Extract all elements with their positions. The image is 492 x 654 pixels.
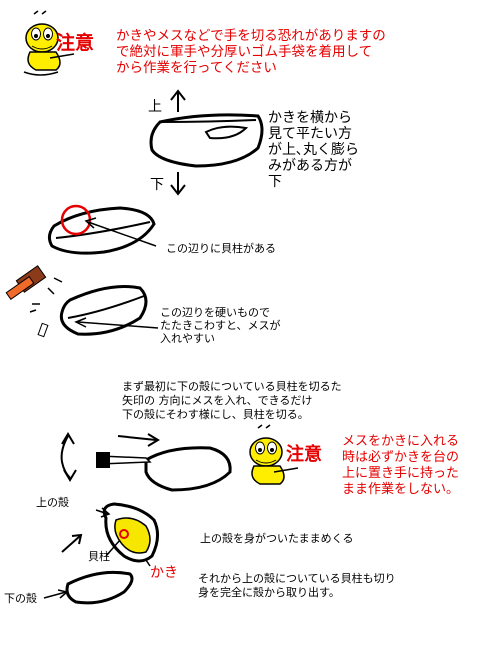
adductor-note: この辺りに貝柱がある xyxy=(166,242,276,255)
adductor-label: 貝柱 xyxy=(88,550,110,563)
orientation-line: かきを横から xyxy=(268,110,352,126)
lower-shell-diagram xyxy=(43,570,134,605)
break-line: 入れやすい xyxy=(160,332,215,345)
step-flip-text: 上の殻を身がついたままめくる xyxy=(200,532,354,545)
warning-line: かきやメスなどで手を切る恐れがありますの xyxy=(116,28,386,44)
step-cut-line: 矢印の 方向にメスを入れ、できるだけ xyxy=(122,394,313,407)
step-cut-text: まず最初に下の殻についている貝柱を切るた 矢印の 方向にメスを入れ、できるだけ … xyxy=(122,380,342,422)
oyster-knife-diagram xyxy=(60,432,232,492)
step-cut-line: 下の殻にそわす様にし、貝柱を切る。 xyxy=(122,408,309,421)
knife-warning-line: 上に置き手に持った xyxy=(342,466,460,481)
step-remove-line: それから上の殻についている貝柱も切り xyxy=(198,572,396,585)
down-arrow-icon xyxy=(170,172,186,196)
orientation-line: みがある方が xyxy=(268,158,352,174)
opened-oyster-diagram xyxy=(61,502,159,567)
knife-warning-line: 時は必ずかきを台の xyxy=(342,450,460,465)
orientation-line: が上､丸く膨ら xyxy=(268,142,359,158)
knife-warning-text: メスをかきに入れる 時は必ずかきを台の 上に置き手に持った まま作業をしない。 xyxy=(342,434,459,498)
warning-label: 注意 xyxy=(56,32,95,54)
cartoon-mascot-icon xyxy=(23,10,75,76)
knife-warning-label: 注意 xyxy=(286,444,322,465)
down-label: 下 xyxy=(150,177,164,193)
cartoon-mascot-icon xyxy=(249,424,299,485)
orientation-text: かきを横から 見て平たい方 が上､丸く膨ら みがある方が 下 xyxy=(268,110,359,190)
orientation-line: 見て平たい方 xyxy=(268,126,352,142)
adductor-marker xyxy=(119,529,129,539)
knife-warning-line: メスをかきに入れる xyxy=(342,434,460,449)
up-arrow-icon xyxy=(170,89,186,112)
oyster-break-diagram xyxy=(59,285,159,336)
hammer-icon xyxy=(5,265,63,338)
break-line: この辺りを硬いもので xyxy=(160,306,270,319)
oyster-adductor-diagram xyxy=(47,204,157,255)
step-remove-text: それから上の殻についている貝柱も切り 身を完全に殻から取り出す。 xyxy=(198,572,396,600)
knife-warning-line: まま作業をしない。 xyxy=(342,482,460,497)
break-line: たたきこわすと、メスが xyxy=(160,319,281,332)
warning-text: かきやメスなどで手を切る恐れがありますの で絶対に軍手や分厚いゴム手袋を着用して… xyxy=(116,28,386,76)
warning-line: で絶対に軍手や分厚いゴム手袋を着用して xyxy=(116,44,373,60)
warning-line: から作業を行ってください xyxy=(116,60,277,76)
oyster-label: かき xyxy=(150,565,178,581)
upper-shell-label: 上の殻 xyxy=(36,496,69,509)
break-note: この辺りを硬いもので たたきこわすと、メスが 入れやすい xyxy=(160,306,281,345)
step-cut-line: まず最初に下の殻についている貝柱を切るた xyxy=(122,380,342,393)
knife-icon xyxy=(96,452,152,468)
lower-shell-label: 下の殻 xyxy=(4,592,37,605)
orientation-line: 下 xyxy=(268,174,282,190)
oyster-side-view xyxy=(149,113,264,168)
up-label: 上 xyxy=(148,99,162,115)
step-remove-line: 身を完全に殻から取り出す。 xyxy=(198,586,340,599)
